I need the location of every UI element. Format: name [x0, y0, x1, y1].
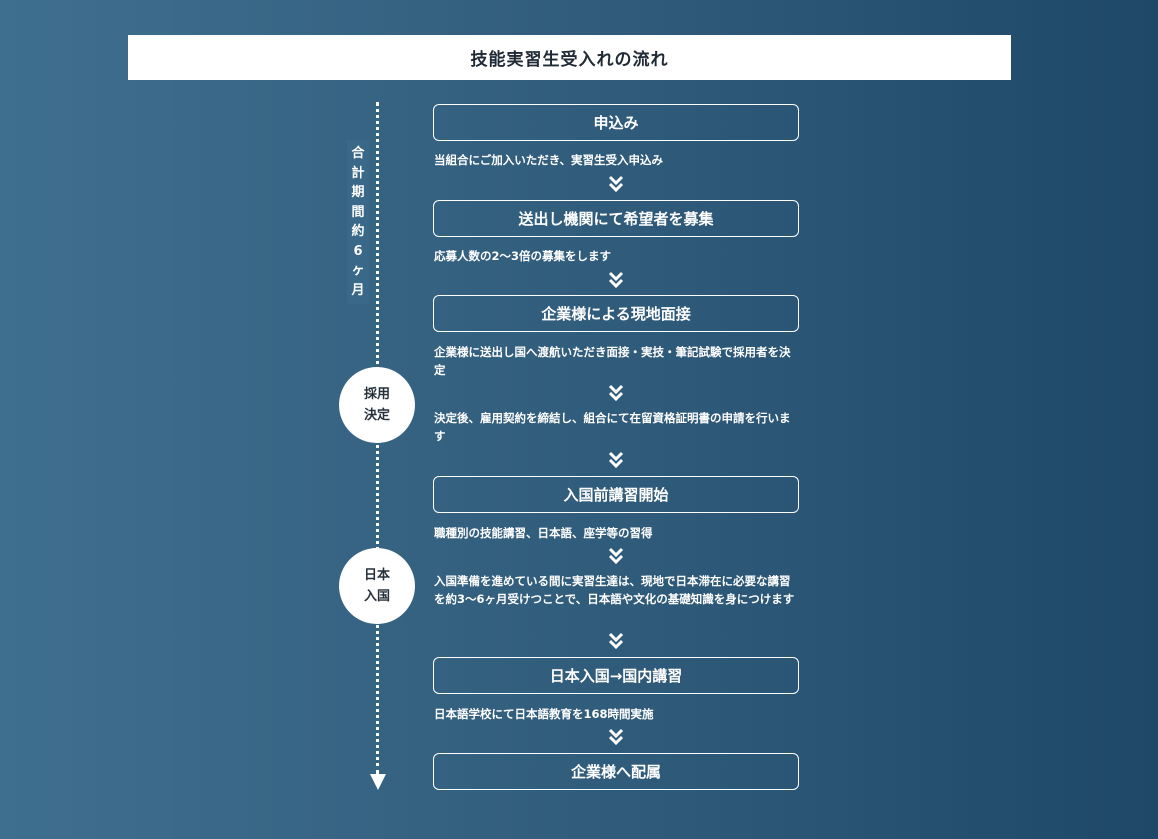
- double-chevron-down-icon: [608, 384, 624, 402]
- step-application: 申込み: [433, 104, 799, 141]
- step-domestic-training: 日本入国→国内講習: [433, 657, 799, 694]
- double-chevron-down-icon: [608, 271, 624, 289]
- milestone-hiring-decision: 採用 決定: [339, 367, 415, 443]
- period-char: ヶ: [351, 263, 365, 278]
- double-chevron-down-icon: [608, 547, 624, 565]
- milestone-text: 採用: [363, 387, 390, 402]
- period-char: 計: [351, 165, 365, 181]
- step-pre-entry-training: 入国前講習開始: [433, 476, 799, 513]
- title-bar: 技能実習生受入れの流れ: [128, 35, 1011, 80]
- step-description: 職種別の技能講習、日本語、座学等の習得: [434, 526, 653, 540]
- step-description: 日本語学校にて日本語教育を168時間実施: [434, 707, 654, 721]
- double-chevron-down-icon: [608, 175, 624, 193]
- period-char: 合: [351, 146, 365, 161]
- period-label: 合 計 期 間 約 6 ヶ 月: [347, 140, 369, 304]
- period-char: 期: [351, 185, 365, 200]
- page-title: 技能実習生受入れの流れ: [470, 50, 669, 70]
- step-description: 当組合にご加入いただき、実習生受入申込み: [434, 153, 663, 167]
- double-chevron-down-icon: [608, 728, 624, 746]
- period-char: 間: [351, 204, 365, 220]
- double-chevron-down-icon: [608, 451, 624, 469]
- milestone-text: 日本: [363, 568, 390, 583]
- step-interview: 企業様による現地面接: [433, 295, 799, 332]
- step-description: 企業様に送出し国へ渡航いただき面接・実技・筆記試験で採用者を決定: [434, 345, 791, 377]
- double-chevron-down-icon: [608, 632, 624, 650]
- step-description: 応募人数の2〜3倍の募集をします: [434, 249, 612, 263]
- period-char: 6: [353, 243, 363, 259]
- arrow-down-icon: [370, 774, 386, 790]
- period-char: 約: [351, 224, 365, 239]
- milestone-text: 入国: [363, 589, 390, 604]
- period-char: 月: [351, 282, 365, 298]
- step-recruitment: 送出し機関にて希望者を募集: [433, 200, 799, 237]
- step-description: 決定後、雇用契約を締結し、組合にて在留資格証明書の申請を行います: [434, 411, 791, 443]
- step-description: 入国準備を進めている間に実習生達は、現地で日本滞在に必要な講習を約3〜6ヶ月受け…: [434, 574, 795, 606]
- milestone-japan-entry: 日本 入国: [339, 548, 415, 624]
- step-assignment: 企業様へ配属: [433, 753, 799, 790]
- milestone-text: 決定: [363, 408, 390, 423]
